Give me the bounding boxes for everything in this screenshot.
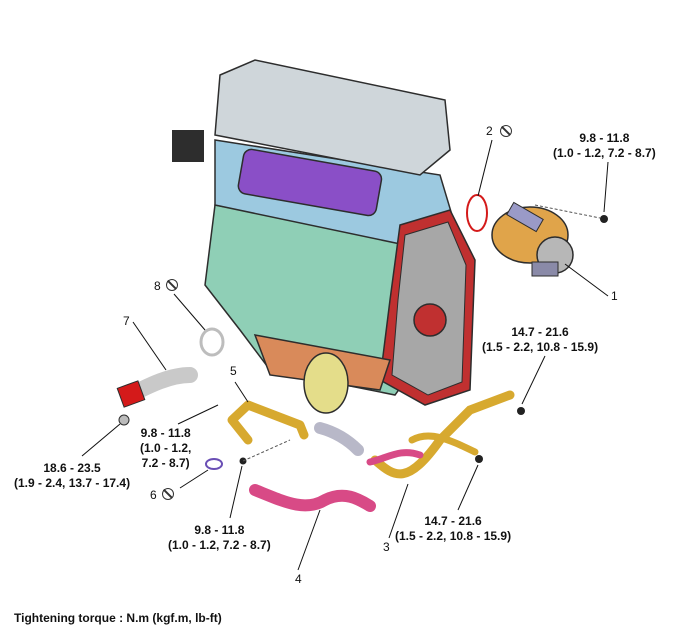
part-6-gasket xyxy=(205,458,223,470)
torque-value-units: (1.5 - 2.2, 10.8 - 15.9) xyxy=(482,340,599,354)
leader-2 xyxy=(477,139,493,197)
bolt-3b xyxy=(475,455,483,463)
leader-7 xyxy=(132,321,167,371)
part-7-outlet xyxy=(116,380,146,408)
part-3-hose xyxy=(366,449,424,466)
torque-value: 14.7 - 21.6 xyxy=(511,325,569,339)
leader-3 xyxy=(388,483,409,539)
torque-top-right: 9.8 - 11.8 (1.0 - 1.2, 7.2 - 8.7) xyxy=(553,131,656,161)
torque-value: 14.7 - 21.6 xyxy=(424,514,482,528)
part-5-pipe xyxy=(227,400,309,445)
leader-5 xyxy=(234,381,249,403)
torque-value-units: (1.0 - 1.2, 7.2 - 8.7) xyxy=(553,146,656,160)
callout-1: 1 xyxy=(611,289,618,303)
no-reuse-icon xyxy=(162,488,174,500)
callout-5: 5 xyxy=(230,364,237,378)
torque-left-pipe: 9.8 - 11.8 (1.0 - 1.2, 7.2 - 8.7) xyxy=(140,426,191,471)
bolt-3a xyxy=(517,407,525,415)
bolt-1 xyxy=(600,215,608,223)
crank-pulley xyxy=(413,303,447,337)
intake-manifold xyxy=(237,148,383,217)
engine-mount-bracket xyxy=(172,130,204,162)
leader-6 xyxy=(179,469,209,489)
leader-t-bottom-center xyxy=(229,465,243,519)
leader-8 xyxy=(173,293,206,331)
callout-6: 6 xyxy=(150,488,157,502)
torque-value-units: (1.0 - 1.2, 7.2 - 8.7) xyxy=(168,538,271,552)
fitting-7 xyxy=(118,414,130,426)
torque-value-units-2: 7.2 - 8.7) xyxy=(141,456,190,470)
leader-t-top-right xyxy=(603,161,609,213)
torque-value-units: (1.9 - 2.4, 13.7 - 17.4) xyxy=(14,476,131,490)
part-3-pipe-branch xyxy=(408,432,479,456)
no-reuse-icon xyxy=(166,279,178,291)
callout-3: 3 xyxy=(383,540,390,554)
torque-bottom-center: 9.8 - 11.8 (1.0 - 1.2, 7.2 - 8.7) xyxy=(168,523,271,553)
torque-units-caption: Tightening torque : N.m (kgf.m, lb-ft) xyxy=(14,611,222,625)
torque-value: 9.8 - 11.8 xyxy=(140,426,191,440)
part-1-water-pump xyxy=(491,201,574,277)
leader-t-mid-right xyxy=(521,355,546,405)
leader-1 xyxy=(564,263,609,297)
leader-4 xyxy=(297,509,321,571)
oil-filter xyxy=(303,352,349,414)
leader-t-bottom-right xyxy=(457,464,479,511)
callout-2: 2 xyxy=(486,124,493,138)
callout-4: 4 xyxy=(295,572,302,586)
callout-7: 7 xyxy=(123,314,130,328)
leader-t-left-pipe xyxy=(177,404,219,425)
part-2-o-ring xyxy=(466,194,488,232)
no-reuse-icon xyxy=(500,125,512,137)
torque-left-fitting: 18.6 - 23.5 (1.9 - 2.4, 13.7 - 17.4) xyxy=(14,461,130,491)
part-5-gray-hose xyxy=(314,422,364,456)
bolt-line-5 xyxy=(242,439,291,462)
part-8-o-ring xyxy=(199,327,225,357)
torque-value: 9.8 - 11.8 xyxy=(194,523,245,537)
part-4-hose xyxy=(249,484,376,512)
engine-assembly xyxy=(172,59,476,414)
torque-bottom-right: 14.7 - 21.6 (1.5 - 2.2, 10.8 - 15.9) xyxy=(395,514,511,544)
part-3-water-pipe xyxy=(370,390,515,479)
torque-mid-right: 14.7 - 21.6 (1.5 - 2.2, 10.8 - 15.9) xyxy=(482,325,598,355)
callout-8: 8 xyxy=(154,279,161,293)
torque-value-units: (1.5 - 2.2, 10.8 - 15.9) xyxy=(395,529,512,543)
valve-cover xyxy=(214,59,451,176)
torque-value: 9.8 - 11.8 xyxy=(579,131,630,145)
bolt-line-1 xyxy=(534,204,601,219)
leader-t-left-fitting xyxy=(81,423,121,457)
torque-value: 18.6 - 23.5 xyxy=(43,461,101,475)
torque-value-units: (1.0 - 1.2, xyxy=(140,441,192,455)
